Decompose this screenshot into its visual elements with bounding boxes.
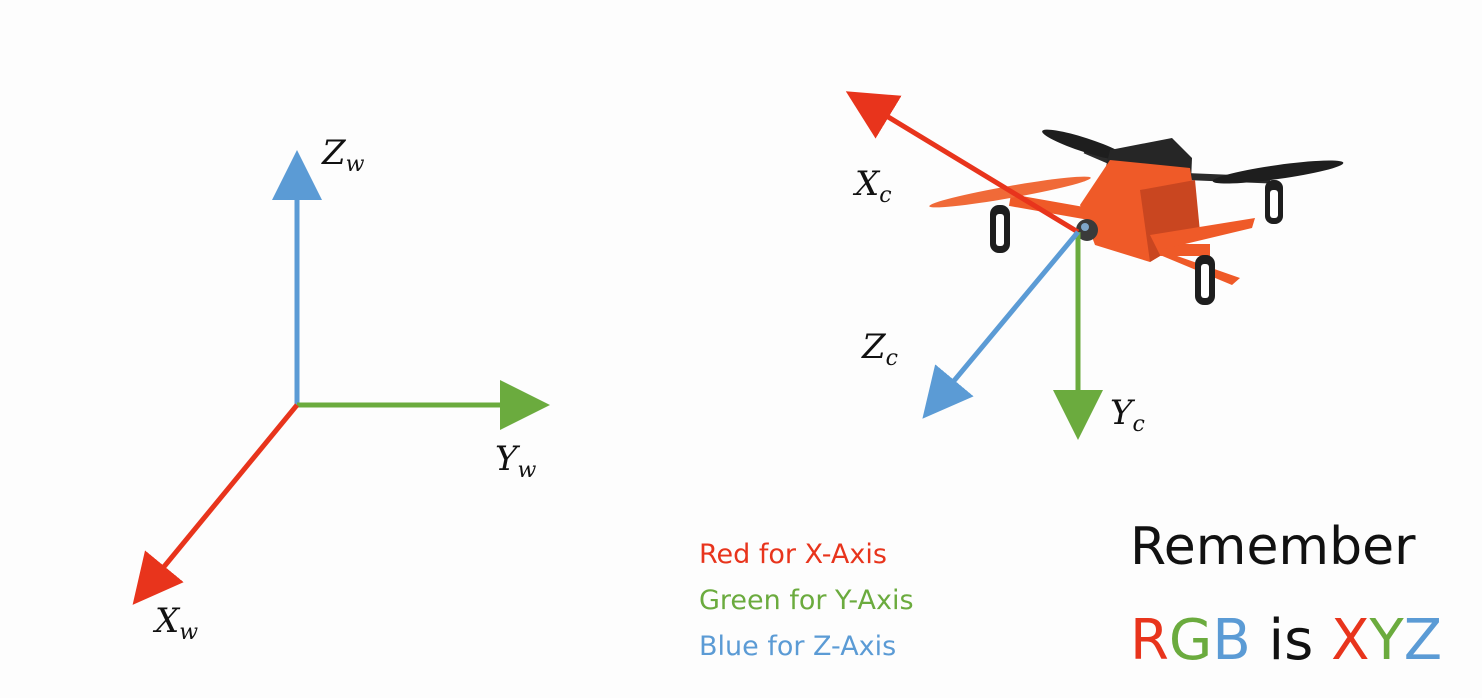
legend-red-x-axis: Red for X-Axis <box>699 539 887 570</box>
drone-leg-front-left-inner <box>996 214 1004 246</box>
world-x-axis-label: Xw <box>152 601 198 645</box>
legend-blue-z-axis: Blue for Z-Axis <box>699 631 897 662</box>
world-z-axis-label: Zw <box>321 133 365 177</box>
mnemonic-z: Z <box>1403 608 1443 673</box>
world-x-axis-arrow <box>132 403 299 605</box>
drone-rotor-front-right <box>1150 218 1255 285</box>
camera-z-axis-arrow <box>922 230 1080 419</box>
camera-x-axis-arrow <box>845 91 1080 235</box>
drone-leg-front-right-inner <box>1201 264 1209 298</box>
mnemonic-b: B <box>1212 608 1251 673</box>
drone-illustration <box>929 129 1344 305</box>
camera-x-axis-label: Xc <box>852 164 892 208</box>
axis-color-legend: Red for X-Axis Green for Y-Axis Blue for… <box>699 532 914 670</box>
world-y-axis-label: Yw <box>495 439 536 483</box>
drone-arm-front-left <box>1008 194 1097 221</box>
mnemonic-x: X <box>1331 608 1370 673</box>
drone-camera-glint <box>1081 223 1089 231</box>
camera-y-axis-label: Yc <box>1110 393 1145 437</box>
mnemonic-g: G <box>1168 608 1213 673</box>
camera-z-axis-label: Zc <box>861 327 898 371</box>
camera-frame: Xc Zc Yc <box>845 91 1145 440</box>
mnemonic-r: R <box>1130 608 1169 673</box>
drone-rotor-back-left <box>1042 129 1128 161</box>
drone-rotor-back-right <box>1212 160 1344 184</box>
mnemonic-y: Y <box>1369 608 1404 673</box>
drone-leg-back-right-inner <box>1270 190 1278 218</box>
mnemonic-is: is <box>1250 608 1332 673</box>
rgb-is-xyz-mnemonic: RGB is XYZ <box>1130 604 1482 678</box>
legend-green-y-axis: Green for Y-Axis <box>699 585 914 616</box>
remember-heading: Remember <box>1130 517 1416 577</box>
world-frame: Zw Yw Xw <box>132 133 550 645</box>
